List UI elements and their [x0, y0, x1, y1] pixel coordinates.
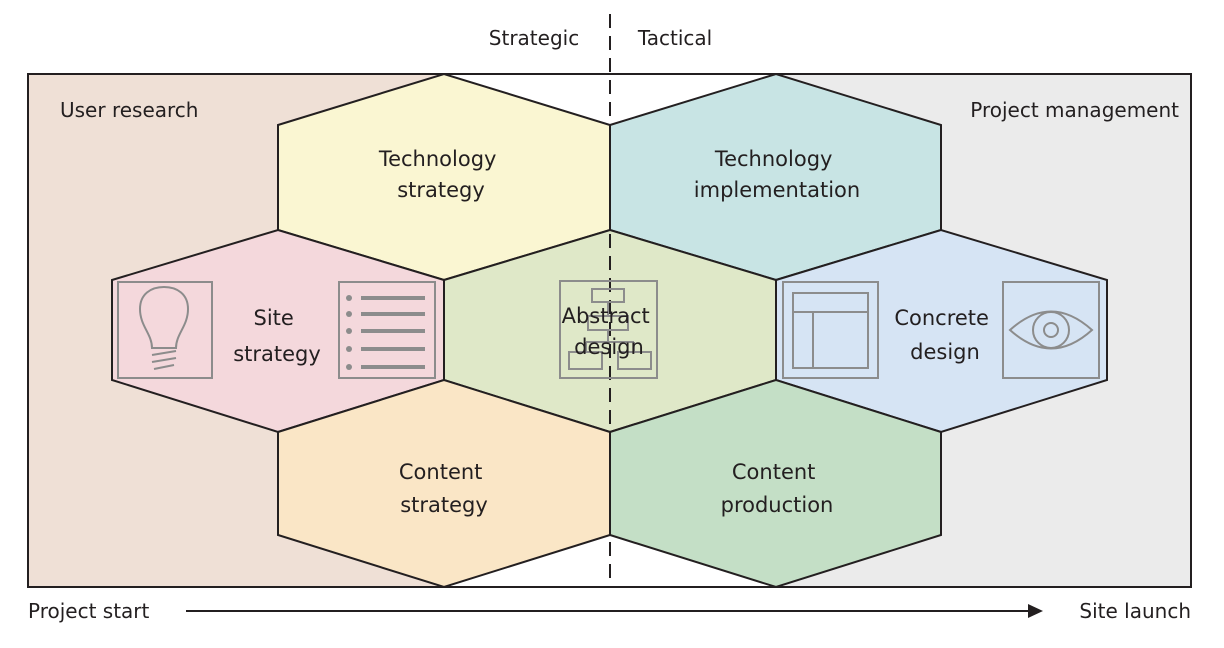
flowchart-icon	[559, 280, 658, 379]
technology-implementation-label: Technology implementation	[694, 147, 860, 202]
diagram-frame	[27, 73, 1192, 588]
tactical-label: Tactical	[637, 26, 712, 50]
strategic-label: Strategic	[489, 26, 579, 50]
project-management-region	[776, 74, 1191, 587]
timeline-arrowhead-icon	[1028, 604, 1043, 618]
lightbulb-icon	[117, 281, 213, 379]
site-strategy-label: Site strategy	[233, 306, 321, 366]
user-research-label: User research	[60, 98, 198, 122]
user-research-region	[28, 74, 444, 587]
concrete-design-label: Concrete design	[894, 306, 995, 364]
project-management-label: Project management	[970, 98, 1179, 122]
content-strategy-label: Content strategy	[399, 460, 489, 517]
layout-icon	[782, 281, 879, 379]
list-icon	[338, 281, 436, 379]
content-production-label: Content production	[721, 460, 834, 517]
technology-strategy-label: Technology strategy	[378, 147, 503, 202]
eye-icon	[1002, 281, 1100, 379]
hex-content-production	[609, 378, 942, 589]
abstract-design-label: Abstract design	[562, 304, 657, 359]
site-launch-label: Site launch	[1079, 599, 1191, 623]
project-start-label: Project start	[28, 599, 150, 623]
